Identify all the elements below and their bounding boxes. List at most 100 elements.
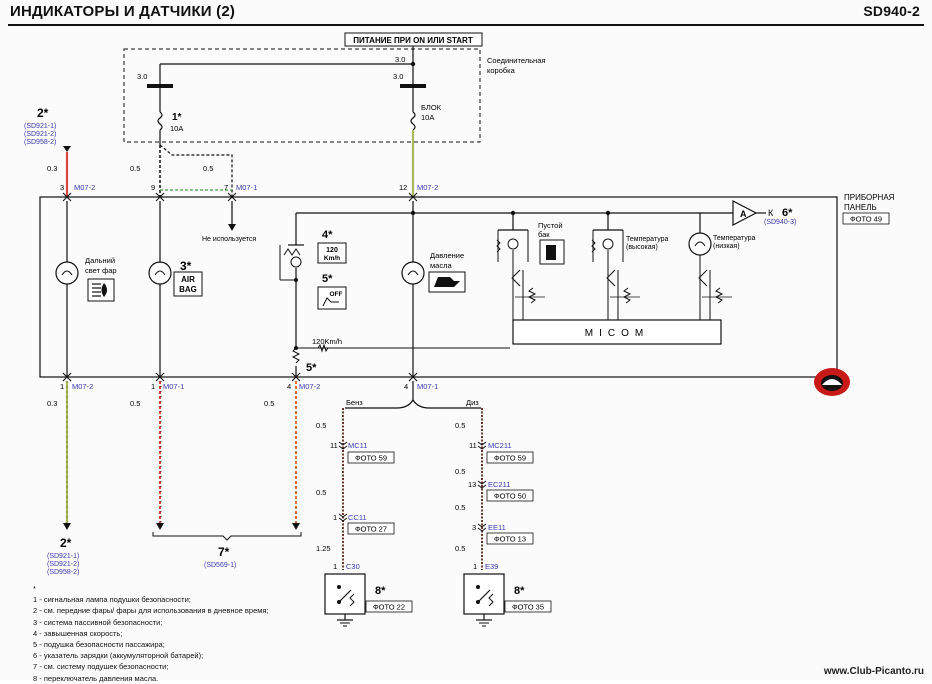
high-beam-label-1: Дальний bbox=[85, 256, 115, 265]
panel-title-1: ПРИБОРНАЯ bbox=[844, 193, 895, 202]
diesel-photo-2: ФОТО 50 bbox=[494, 492, 526, 501]
diesel-conn-4: E39 bbox=[485, 562, 498, 571]
instrument-panel-box bbox=[39, 196, 838, 378]
high-beam-lamp-icon bbox=[55, 261, 79, 285]
overspeed-icon bbox=[317, 242, 347, 264]
gas-photo-2: ФОТО 27 bbox=[355, 525, 387, 534]
diesel-pin-4: 1 bbox=[473, 562, 477, 571]
amplifier-icon bbox=[732, 200, 758, 226]
amplifier-label: A bbox=[740, 209, 747, 219]
pin-top-7: 7 bbox=[224, 183, 228, 192]
fuse-2-name: БЛОК bbox=[421, 103, 442, 112]
ref-2-top-item-2: (SD921-2) bbox=[24, 131, 56, 138]
gas-conn-3: C30 bbox=[346, 562, 360, 571]
gas-conn-1: MC11 bbox=[348, 441, 367, 450]
airbag-icon bbox=[173, 271, 203, 297]
oil-switch-diesel bbox=[463, 573, 505, 615]
branch-diesel: Диз bbox=[466, 398, 479, 407]
temp-low-label-2: (низкая) bbox=[713, 243, 740, 250]
junction-box-label-2: коробка bbox=[487, 66, 516, 75]
gas-wire-2: 0.5 bbox=[316, 488, 326, 497]
footnote-star: * bbox=[33, 584, 36, 593]
wire-0.5-pin9: 0.5 bbox=[130, 164, 140, 173]
gas-pin-2: 1 bbox=[333, 513, 337, 522]
overspeed-text-2: Km/h bbox=[324, 255, 340, 262]
footnote-5: 5 - подушка безопасности пассажира; bbox=[33, 640, 165, 650]
passenger-airbag-icon bbox=[317, 286, 347, 310]
diesel-pin-2: 13 bbox=[468, 480, 476, 489]
fuse-2-amp: 10A bbox=[421, 113, 434, 122]
micom-label: MICOM bbox=[585, 328, 649, 339]
conn-bottom-1: M07-2 bbox=[72, 382, 93, 391]
wire-0.3-top: 0.3 bbox=[47, 164, 57, 173]
passenger-airbag-off: OFF bbox=[330, 291, 343, 298]
oil-switch-gas bbox=[324, 573, 366, 615]
fuse-2-icon bbox=[410, 111, 416, 131]
temp-high-led-icon bbox=[602, 238, 614, 250]
gas-photo-1: ФОТО 59 bbox=[355, 454, 387, 463]
ref-2-top-item-3: (SD958-2) bbox=[24, 139, 56, 146]
pin-bottom-1a: 1 bbox=[60, 382, 64, 391]
footnote-1: 1 - сигнальная лампа подушки безопасност… bbox=[33, 595, 191, 605]
diesel-conn-1: MC211 bbox=[488, 441, 512, 450]
diesel-conn-3: EE11 bbox=[488, 523, 506, 532]
to-sd-ref: (SD940-3) bbox=[764, 219, 796, 226]
ref-2-bottom-item-3: (SD958-2) bbox=[47, 569, 79, 576]
airbag-ref: 3* bbox=[180, 259, 192, 273]
right-voltage: 3.0 bbox=[393, 72, 403, 81]
diagram-code: SD940-2 bbox=[863, 3, 920, 19]
fuse-1-amp: 10A bbox=[170, 124, 183, 133]
diesel-photo-1: ФОТО 59 bbox=[494, 454, 526, 463]
fuse-1-ref: 1* bbox=[172, 112, 182, 123]
pin-top-3: 3 bbox=[60, 183, 64, 192]
branch-gas: Бенз bbox=[346, 398, 363, 407]
wire-0.3-bottom: 0.3 bbox=[47, 399, 57, 408]
fuel-label-1: Пустой bbox=[538, 221, 563, 230]
diesel-photo-3: ФОТО 13 bbox=[494, 535, 526, 544]
to-label: К bbox=[768, 208, 774, 218]
to-ref: 6* bbox=[782, 207, 793, 219]
ref-7-item: (SD569-1) bbox=[204, 562, 236, 569]
diesel-pin-1: 11 bbox=[469, 441, 477, 450]
pin-top-9: 9 bbox=[151, 183, 155, 192]
header-divider bbox=[8, 24, 924, 26]
conn-top-1: M07-2 bbox=[74, 183, 95, 192]
gas-wire-3: 1.25 bbox=[316, 544, 331, 553]
ref-2-top-item-1: (SD921-1) bbox=[24, 123, 56, 130]
diesel-wire-1: 0.5 bbox=[455, 421, 465, 430]
temp-low-label-1: Температура bbox=[713, 235, 756, 242]
ref-2-bottom: 2* bbox=[60, 536, 72, 550]
footnote-6: 6 - указатель зарядки (аккумуляторной ба… bbox=[33, 651, 204, 661]
micom-block bbox=[512, 319, 722, 345]
diesel-wire-3: 0.5 bbox=[455, 503, 465, 512]
footnotes: * 1 - сигнальная лампа подушки безопасно… bbox=[33, 583, 269, 684]
conn-top-4: M07-2 bbox=[417, 183, 438, 192]
oil-lamp-icon bbox=[401, 261, 425, 285]
temp-high-label-2: (высокая) bbox=[626, 244, 658, 251]
supply-voltage-top: 3.0 bbox=[395, 55, 405, 64]
site-watermark[interactable]: www.Club-Picanto.ru bbox=[823, 666, 924, 677]
conn-bottom-4: M07-1 bbox=[417, 382, 438, 391]
overspeed-text-1: 120 bbox=[326, 247, 338, 254]
gas-switch-photo: ФОТО 22 bbox=[373, 603, 405, 612]
overspeed-led-icon bbox=[290, 256, 302, 268]
junction-box-label-1: Соединительная bbox=[487, 56, 545, 65]
headlight-icon bbox=[87, 278, 115, 302]
airbag-lamp-icon bbox=[148, 261, 172, 285]
oil-label-1: Давление bbox=[430, 251, 464, 260]
temp-low-lamp-icon bbox=[688, 232, 712, 256]
gas-wire-1: 0.5 bbox=[316, 421, 326, 430]
pin-bottom-4a: 4 bbox=[287, 382, 291, 391]
panel-title-2: ПАНЕЛЬ bbox=[844, 203, 877, 212]
gas-conn-2: CC11 bbox=[348, 513, 367, 522]
pin-bottom-1b: 1 bbox=[151, 382, 155, 391]
fuel-led-icon bbox=[507, 238, 519, 250]
ref-2-bottom-item-1: (SD921-1) bbox=[47, 553, 79, 560]
club-logo bbox=[814, 368, 850, 396]
oil-label-2: масла bbox=[430, 261, 452, 270]
fuel-label-2: бак bbox=[538, 230, 550, 239]
conn-bottom-3: M07-2 bbox=[299, 382, 320, 391]
diesel-conn-2: EC211 bbox=[488, 480, 510, 489]
left-voltage: 3.0 bbox=[137, 72, 147, 81]
